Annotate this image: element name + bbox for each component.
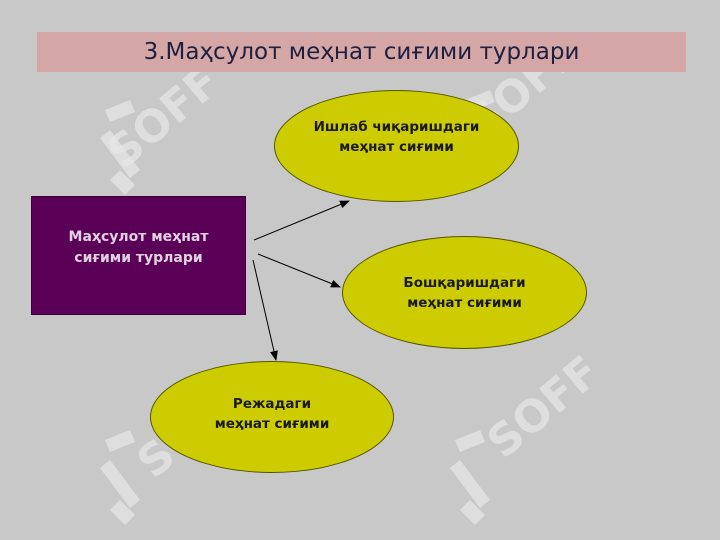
main-label-line-2: сиғими турлари xyxy=(74,249,203,266)
node-label-line-2: меҳнат сиғими xyxy=(407,294,522,311)
node-label-line-1: Ишлаб чиқаришдаги xyxy=(313,119,480,135)
node-label-line-2: меҳнат сиғими xyxy=(339,139,454,155)
main-label-line-1: Маҳсулот меҳнат xyxy=(68,228,209,245)
node-label-line-1: Режадаги xyxy=(232,396,312,412)
node-planned-labor: Режадаги меҳнат сиғими xyxy=(150,361,394,473)
node-production-labor: Ишлаб чиқаришдаги меҳнат сиғими xyxy=(274,90,519,202)
slide-title: 3.Маҳсулот меҳнат сиғими турлари xyxy=(37,32,686,72)
node-management-labor: Бошқаришдаги меҳнат сиғими xyxy=(342,236,587,349)
node-label-line-2: меҳнат сиғими xyxy=(214,416,330,432)
watermark-text: SOFF xyxy=(478,346,610,468)
node-label-line-1: Бошқаришдаги xyxy=(403,274,526,291)
main-concept-box: Маҳсулот меҳнат сиғими турлари xyxy=(31,196,246,315)
